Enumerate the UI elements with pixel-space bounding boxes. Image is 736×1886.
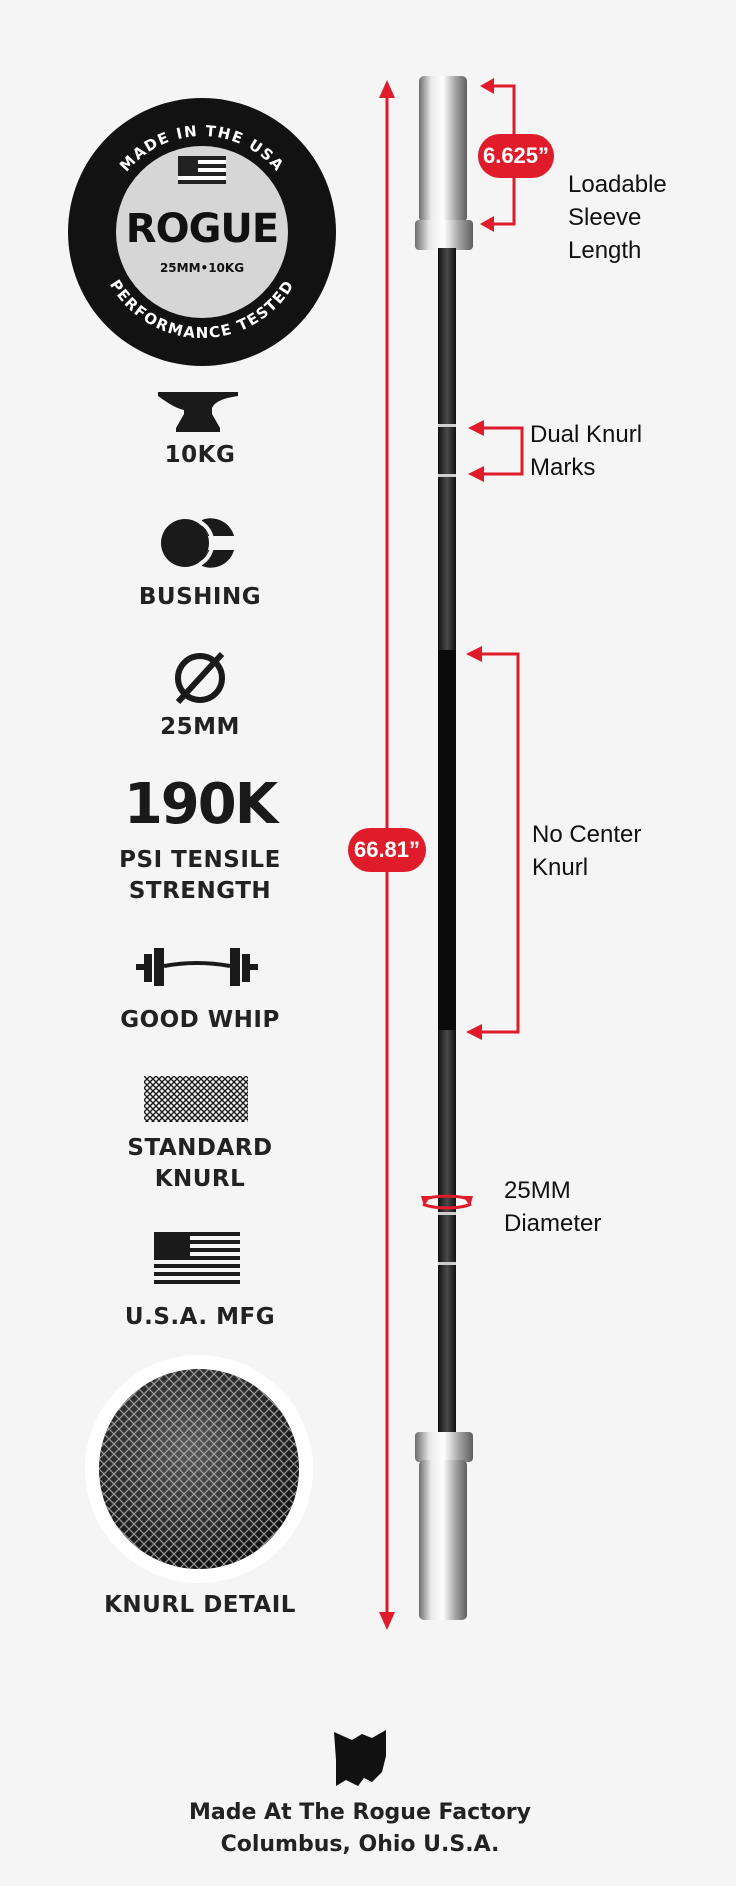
spec-tensile-label-1: PSI TENSILE: [119, 847, 281, 873]
center-knurl-bracket: [480, 652, 520, 1034]
diameter-label-1: 25MM: [504, 1177, 571, 1204]
bushing-icon: [161, 518, 234, 568]
knurl-mark: [438, 424, 456, 427]
top-collar: [415, 220, 473, 250]
ohio-state-icon: [334, 1730, 386, 1786]
knurl-marks-label-2: Marks: [530, 454, 596, 481]
sleeve-label-1: Loadable: [568, 171, 667, 198]
bottom-collar: [415, 1432, 473, 1462]
knurl-detail-label: KNURL DETAIL: [104, 1592, 296, 1618]
knurl-mark: [438, 1212, 456, 1215]
barbell-icon: [136, 948, 258, 986]
knurl-mark: [438, 474, 456, 477]
badge-spec: 25MM•10KG: [160, 261, 244, 275]
sleeve-length-value: 6.625”: [478, 134, 554, 178]
badge-brand: ROGUE: [126, 206, 278, 252]
knurl-detail-image: [85, 1355, 313, 1583]
spec-bushing-label: BUSHING: [138, 584, 262, 610]
center-knurl-label-1: No Center: [532, 821, 642, 848]
center-knurl-label-2: Knurl: [532, 854, 589, 881]
spec-tensile-label-2: STRENGTH: [128, 878, 272, 904]
knurl-marks-label-1: Dual Knurl: [530, 421, 643, 448]
total-length-value: 66.81”: [348, 828, 426, 872]
sleeve-label-3: Length: [568, 237, 642, 264]
spec-knurl-label-2: KNURL: [154, 1166, 246, 1192]
spec-tensile-value: 190K: [123, 772, 278, 837]
badge-flag-icon: [178, 156, 226, 184]
anvil-icon: [158, 392, 238, 432]
diameter-icon: [175, 651, 225, 705]
us-flag-icon: [154, 1232, 240, 1284]
smooth-center-section: [438, 650, 456, 1030]
diameter-label-2: Diameter: [504, 1210, 602, 1237]
knurl-pattern-icon: [144, 1076, 248, 1122]
sleeve-label-2: Sleeve: [568, 204, 642, 231]
footer-line-2: Columbus, Ohio U.S.A.: [220, 1832, 500, 1857]
knurl-mark: [438, 1262, 456, 1265]
spec-diameter-label: 25MM: [160, 714, 240, 740]
footer-line-1: Made At The Rogue Factory: [188, 1800, 531, 1825]
top-sleeve: [419, 76, 467, 222]
spec-knurl-label-1: STANDARD: [127, 1135, 273, 1161]
bottom-sleeve: [419, 1460, 467, 1620]
spec-weight-label: 10KG: [164, 442, 236, 468]
spec-origin-label: U.S.A. MFG: [124, 1304, 276, 1330]
knurl-marks-arrows: [484, 426, 524, 476]
spec-whip-label: GOOD WHIP: [120, 1007, 280, 1033]
rogue-badge: MADE IN THE USA PERFORMANCE TESTED ROGUE…: [68, 98, 336, 366]
